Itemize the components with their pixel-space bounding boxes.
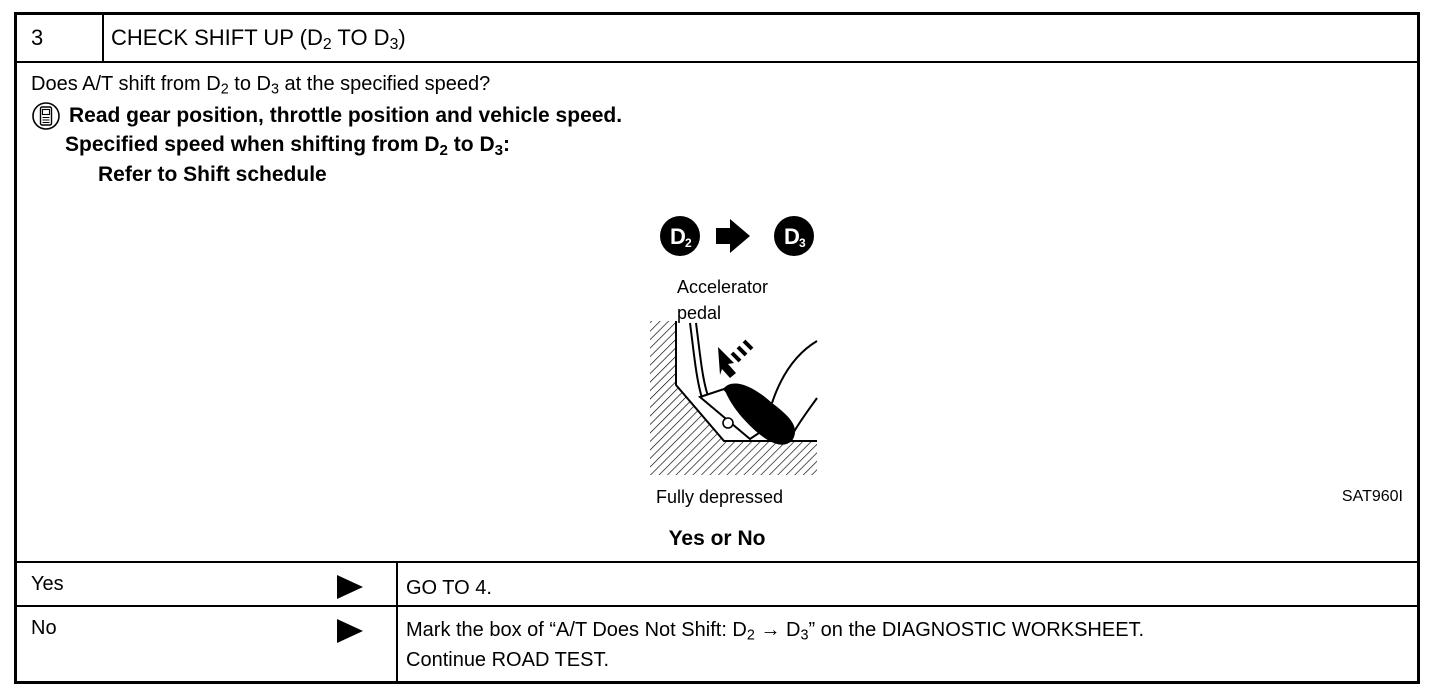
step-body: Does A/T shift from D2 to D3 at the spec… — [17, 63, 1417, 563]
yes-or-no-prompt: Yes or No — [668, 527, 766, 550]
step-header: 3 CHECK SHIFT UP (D2 TO D3) — [17, 15, 1417, 63]
instruction-line-2: Specified speed when shifting from D2 to… — [65, 133, 511, 159]
consult-icon — [32, 102, 60, 130]
play-arrow-icon — [337, 575, 363, 599]
svg-text:D: D — [670, 224, 686, 249]
result-label-yes: Yes — [31, 573, 64, 595]
pedal-label-line-1: Accelerator — [677, 277, 769, 297]
svg-text:3: 3 — [799, 236, 806, 250]
gear-d3-badge — [774, 216, 814, 256]
figure-code: SAT960I — [1341, 488, 1403, 505]
pedal-label-line-2: pedal — [677, 303, 722, 323]
result-row-yes: Yes GO TO 4. — [17, 563, 1417, 607]
result-action-no: Mark the box of “A/T Does Not Shift: D2 … — [406, 619, 1145, 671]
result-label-no: No — [31, 617, 57, 639]
accelerator-pedal-illustration: D 2 D 3 — [632, 213, 832, 513]
svg-text:2: 2 — [685, 236, 692, 250]
result-row-no: No Mark the box of “A/T Does Not Shift: … — [17, 607, 1417, 684]
pedal-drawing: D 2 D 3 — [650, 216, 818, 475]
shift-arrow-icon — [716, 219, 750, 253]
question-text: Does A/T shift from D2 to D3 at the spec… — [31, 73, 491, 98]
gear-d2-badge — [660, 216, 700, 256]
instruction-line-3: Refer to Shift schedule — [98, 163, 327, 186]
column-divider — [396, 607, 398, 684]
step-title: CHECK SHIFT UP (D2 TO D3) — [111, 25, 406, 53]
pedal-caption: Fully depressed — [656, 487, 784, 507]
step-number: 3 — [17, 15, 104, 61]
result-action-yes: GO TO 4. — [406, 577, 492, 599]
instruction-line-1: Read gear position, throttle position an… — [31, 101, 622, 131]
diagnostic-step-table: 3 CHECK SHIFT UP (D2 TO D3) Does A/T shi… — [14, 12, 1420, 684]
play-arrow-icon — [337, 619, 363, 643]
svg-text:D: D — [784, 224, 800, 249]
column-divider — [396, 563, 398, 605]
